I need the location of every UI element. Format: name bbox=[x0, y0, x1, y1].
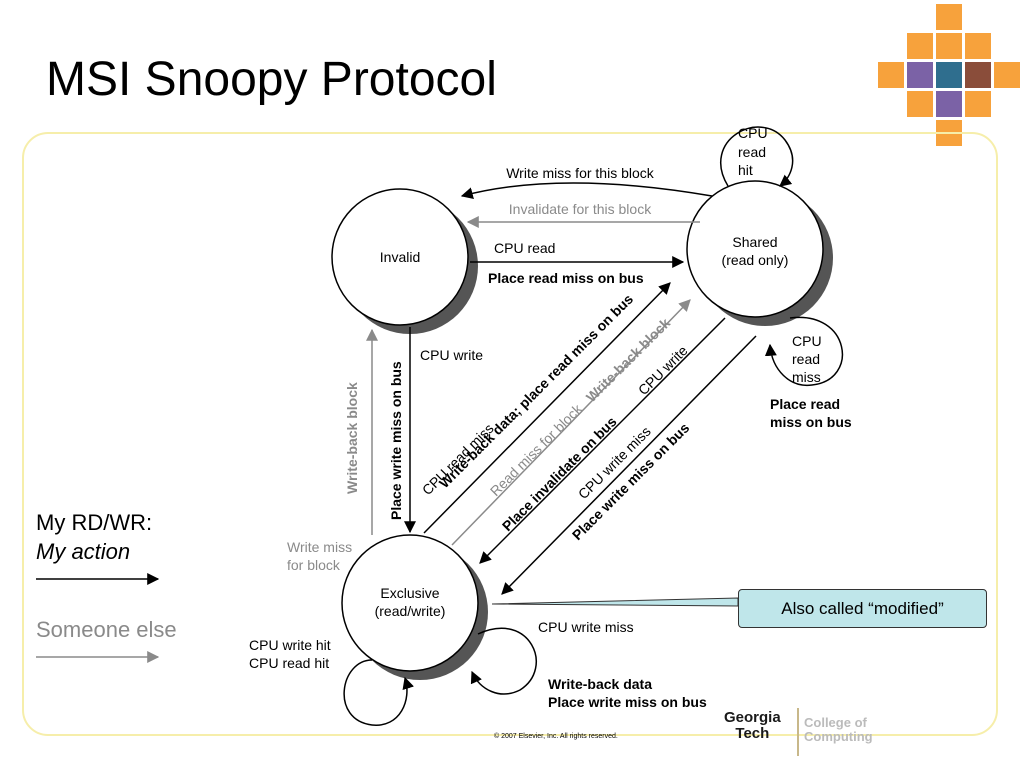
arrow-write-miss-block bbox=[460, 182, 713, 200]
legend-my-action: My action bbox=[36, 539, 131, 564]
state-shared-label-2: (read only) bbox=[722, 252, 789, 268]
loop-exclusive-hit bbox=[343, 659, 414, 726]
svg-text:CPU write miss: CPU write miss bbox=[538, 619, 634, 635]
label-invalidate-block: Invalidate for this block bbox=[509, 201, 652, 217]
svg-text:miss on bus: miss on bus bbox=[770, 414, 852, 430]
arrow-read-miss-block-diag bbox=[451, 299, 691, 546]
label-write-miss-block: Write miss for this block bbox=[506, 165, 655, 181]
svg-text:hit: hit bbox=[738, 162, 753, 178]
svg-text:Write miss: Write miss bbox=[287, 539, 352, 555]
arrow-cpu-write-miss-diag bbox=[501, 335, 757, 595]
state-shared: Shared (read only) bbox=[686, 180, 824, 318]
label-place-read-miss: Place read miss on bus bbox=[488, 270, 644, 286]
svg-text:read: read bbox=[792, 351, 820, 367]
svg-text:Place read: Place read bbox=[770, 396, 840, 412]
arrow-cpu-read-miss-diag bbox=[423, 282, 671, 534]
svg-text:read: read bbox=[738, 144, 766, 160]
loop-shared-read-miss bbox=[764, 316, 844, 386]
content-frame bbox=[22, 132, 998, 736]
state-exclusive: Exclusive (read/write) bbox=[341, 534, 479, 672]
logo-divider bbox=[797, 708, 799, 756]
svg-text:CPU write hit: CPU write hit bbox=[249, 637, 331, 653]
svg-text:CPU: CPU bbox=[738, 125, 768, 141]
label-cpu-read: CPU read bbox=[494, 240, 555, 256]
state-exclusive-label-1: Exclusive bbox=[380, 585, 439, 601]
svg-text:CPU: CPU bbox=[792, 333, 822, 349]
svg-text:Write-back data: Write-back data bbox=[548, 676, 652, 692]
legend-my-rd-wr: My RD/WR: bbox=[36, 510, 153, 535]
callout-modified: Also called “modified” bbox=[738, 589, 987, 628]
loop-shared-read-hit bbox=[720, 126, 794, 187]
loop-exclusive-write-miss bbox=[470, 627, 537, 695]
state-invalid-label: Invalid bbox=[380, 249, 420, 265]
svg-text:miss: miss bbox=[792, 369, 821, 385]
svg-text:for block: for block bbox=[287, 557, 341, 573]
state-exclusive-label-2: (read/write) bbox=[375, 603, 446, 619]
page-title: MSI Snoopy Protocol bbox=[46, 53, 497, 106]
legend-someone-else: Someone else bbox=[36, 617, 177, 642]
state-invalid: Invalid bbox=[331, 188, 469, 326]
svg-text:Place write miss on bus: Place write miss on bus bbox=[548, 694, 707, 710]
svg-text:Write-back block: Write-back block bbox=[344, 382, 360, 494]
georgia-tech-logo: Georgia Tech bbox=[724, 709, 781, 742]
svg-text:Place write miss on bus: Place write miss on bus bbox=[388, 361, 404, 520]
arrow-cpu-write-diag bbox=[479, 317, 726, 564]
state-shared-label-1: Shared bbox=[732, 234, 777, 250]
callout-pointer bbox=[491, 597, 739, 607]
copyright: © 2007 Elsevier, Inc. All rights reserve… bbox=[494, 733, 618, 740]
svg-text:CPU read hit: CPU read hit bbox=[249, 655, 329, 671]
svg-text:CPU write: CPU write bbox=[420, 347, 483, 363]
college-of-computing-logo: College of Computing bbox=[804, 715, 873, 744]
